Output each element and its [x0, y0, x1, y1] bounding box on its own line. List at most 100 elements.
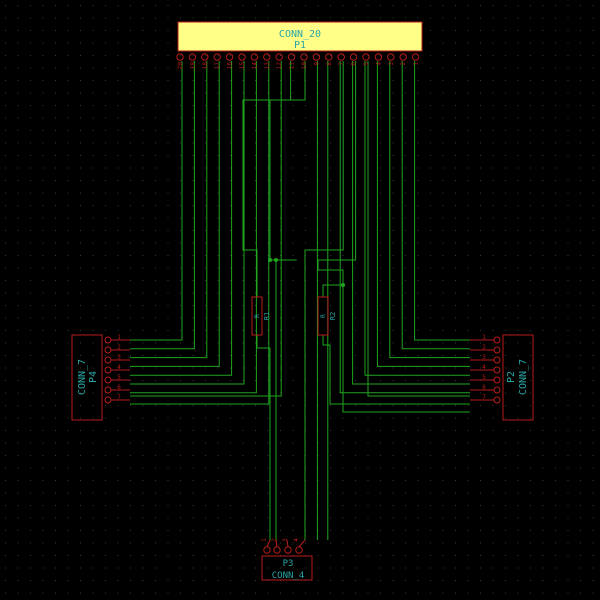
grid-dot: [30, 492, 31, 494]
grid-dot: [280, 167, 281, 169]
grid-dot: [555, 392, 556, 394]
grid-dot: [292, 192, 294, 194]
grid-dot: [105, 517, 106, 519]
grid-dot: [280, 17, 281, 19]
grid-dot: [480, 367, 481, 369]
grid-dot: [142, 530, 144, 531]
grid-dot: [330, 105, 331, 106]
grid-dot: [130, 405, 131, 406]
grid-dot: [430, 367, 431, 369]
grid-dot: [430, 492, 431, 494]
grid-dot: [80, 530, 81, 531]
grid-dot: [480, 30, 481, 31]
grid-dot: [42, 280, 44, 281]
grid-dot: [467, 230, 469, 231]
grid-dot: [55, 317, 56, 319]
grid-dot: [167, 455, 169, 456]
grid-dot: [130, 192, 131, 194]
grid-dot: [492, 592, 494, 594]
grid-dot: [492, 42, 494, 44]
grid-dot: [555, 205, 556, 206]
connector-p1-pin: [349, 53, 358, 61]
grid-dot: [405, 280, 406, 281]
grid-dot: [542, 180, 544, 181]
grid-dot: [267, 455, 269, 456]
grid-dot: [517, 292, 519, 294]
grid-dot: [430, 355, 431, 356]
grid-dot: [42, 517, 44, 519]
grid-dot: [280, 380, 281, 381]
grid-dot: [492, 567, 494, 569]
grid-dot: [530, 192, 531, 194]
grid-dot: [480, 342, 481, 344]
grid-dot: [217, 167, 219, 169]
grid-dot: [80, 80, 81, 81]
grid-dot: [205, 592, 206, 594]
grid-dot: [180, 55, 181, 56]
grid-dot: [230, 55, 231, 56]
grid-dot: [55, 117, 56, 119]
grid-dot: [17, 430, 19, 431]
grid-dot: [455, 305, 456, 306]
grid-dot: [55, 542, 56, 544]
grid-dot: [467, 492, 469, 494]
grid-dot: [267, 567, 269, 569]
grid-dot: [567, 205, 569, 206]
grid-dot: [30, 155, 31, 156]
grid-dot: [555, 155, 556, 156]
grid-dot: [430, 255, 431, 256]
grid-dot: [442, 80, 444, 81]
grid-dot: [105, 30, 106, 31]
grid-dot: [592, 305, 594, 306]
grid-dot: [105, 530, 106, 531]
resistor-r2[interactable]: R R2: [317, 296, 337, 336]
grid-dot: [417, 330, 419, 331]
grid-dot: [142, 242, 144, 244]
grid-dot: [292, 417, 294, 419]
grid-dot: [467, 105, 469, 106]
grid-dot: [42, 167, 44, 169]
grid-dot: [255, 205, 256, 206]
grid-dot: [380, 117, 381, 119]
grid-dot: [105, 442, 106, 444]
grid-dot: [167, 230, 169, 231]
grid-dot: [542, 17, 544, 19]
grid-dot: [180, 80, 181, 81]
grid-dot: [117, 342, 119, 344]
grid-dot: [380, 592, 381, 594]
grid-dot: [117, 30, 119, 31]
resistor-r1[interactable]: R R1: [251, 296, 271, 336]
grid-dot: [455, 555, 456, 556]
grid-dot: [130, 67, 131, 69]
grid-dot: [392, 380, 394, 381]
grid-dot: [517, 580, 519, 581]
grid-dot: [192, 467, 194, 469]
grid-dot: [417, 530, 419, 531]
grid-dot: [505, 430, 506, 431]
grid-dot: [217, 5, 219, 6]
grid-dot: [467, 567, 469, 569]
grid-dot: [5, 467, 6, 469]
grid-dot: [42, 292, 44, 294]
grid-dot: [467, 580, 469, 581]
grid-dot: [30, 130, 31, 131]
grid-dot: [530, 155, 531, 156]
grid-dot: [405, 217, 406, 219]
grid-dot: [292, 592, 294, 594]
grid-dot: [5, 592, 6, 594]
grid-dot: [430, 267, 431, 269]
grid-dot: [355, 5, 356, 6]
grid-dot: [155, 130, 156, 131]
grid-dot: [292, 67, 294, 69]
grid-dot: [242, 567, 244, 569]
grid-dot: [380, 430, 381, 431]
grid-dot: [230, 480, 231, 481]
grid-dot: [455, 505, 456, 506]
grid-dot: [555, 355, 556, 356]
grid-dot: [280, 117, 281, 119]
grid-dot: [267, 442, 269, 444]
